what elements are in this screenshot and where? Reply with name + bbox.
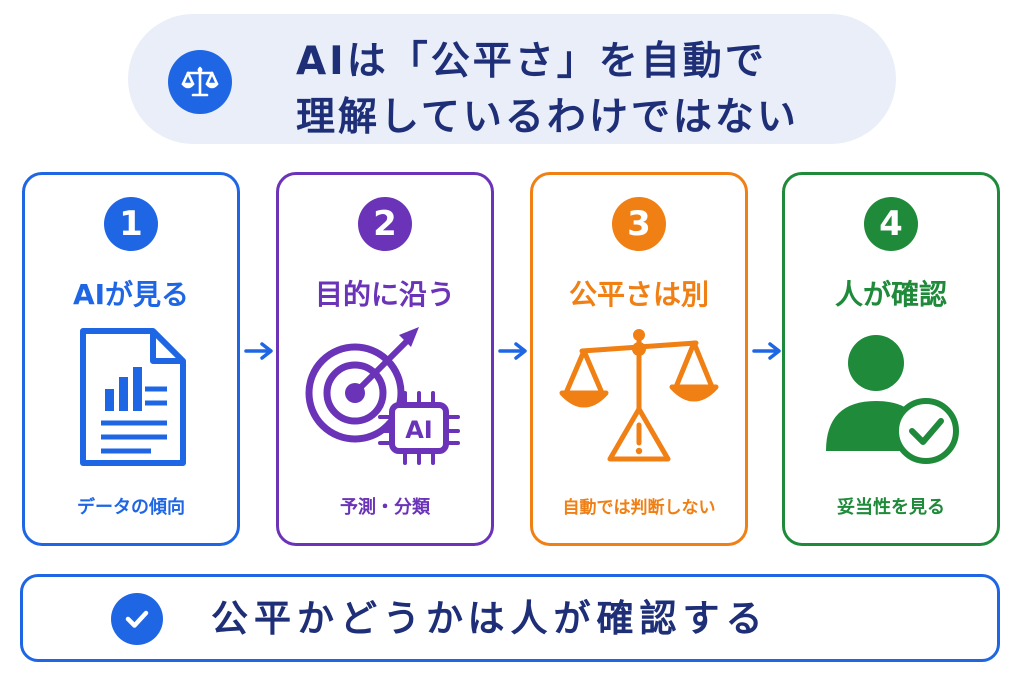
arrow-right-icon [752, 342, 781, 360]
step-title: 目的に沿う [314, 278, 455, 311]
step-title: 人が確認 [834, 278, 947, 311]
step-card-4: 4 人が確認 妥当性を見る [782, 172, 1000, 546]
scale-icon [168, 50, 232, 114]
step-number-badge: 4 [864, 197, 918, 251]
document-chart-icon [25, 323, 237, 473]
step-number-badge: 2 [358, 197, 412, 251]
conclusion-banner: 公平かどうかは人が確認する [20, 574, 1000, 662]
page-title: AIは「公平さ」を自動で 理解しているわけではない [296, 34, 876, 146]
step-caption: データの傾向 [77, 497, 185, 518]
ai-chip-label: AI [405, 416, 433, 444]
target-ai-chip-icon: AI [279, 323, 491, 473]
check-circle-icon [111, 593, 163, 645]
step-number-badge: 1 [104, 197, 158, 251]
step-caption: 妥当性を見る [837, 497, 945, 518]
scale-warning-icon [533, 323, 745, 473]
step-title: 公平さは別 [568, 278, 709, 311]
step-number-badge: 3 [612, 197, 666, 251]
header-banner: AIは「公平さ」を自動で 理解しているわけではない [128, 14, 896, 144]
step-card-2: 2 目的に沿う AI 予測・分類 [276, 172, 494, 546]
title-line-1: AIは「公平さ」を自動で [296, 39, 767, 84]
arrow-right-icon [498, 342, 527, 360]
arrow-right-icon [244, 342, 273, 360]
title-line-2: 理解しているわけではない [296, 95, 799, 140]
person-check-icon [785, 323, 997, 473]
conclusion-text: 公平かどうかは人が確認する [211, 597, 769, 640]
step-title: AIが見る [72, 278, 190, 311]
step-card-3: 3 公平さは別 自動では判断しない [530, 172, 748, 546]
step-card-1: 1 AIが見る データの傾向 [22, 172, 240, 546]
step-caption: 自動では判断しない [562, 498, 716, 518]
step-caption: 予測・分類 [340, 497, 430, 518]
